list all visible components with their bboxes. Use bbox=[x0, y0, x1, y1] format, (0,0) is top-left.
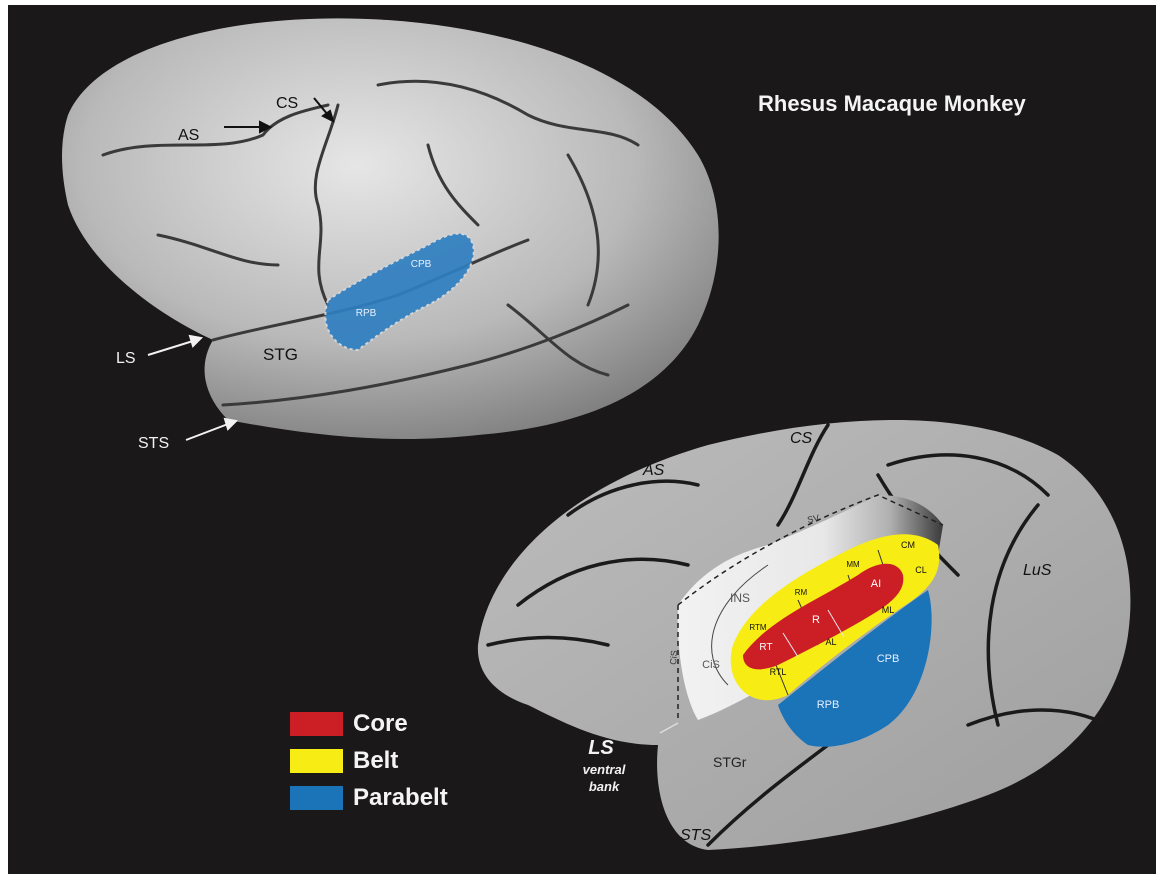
label-lus: LuS bbox=[1023, 562, 1052, 579]
photo-label-ls: LS bbox=[116, 350, 136, 367]
label-stgr: STGr bbox=[713, 754, 747, 770]
figure-title: Rhesus Macaque Monkey bbox=[758, 91, 1118, 117]
parabelt-label-rpb: RPB bbox=[817, 699, 840, 711]
label-ins: INS bbox=[730, 591, 750, 605]
belt-label-cm: CM bbox=[901, 540, 915, 550]
legend-item-belt: Belt bbox=[290, 742, 448, 779]
belt-label-al: AL bbox=[825, 637, 836, 647]
belt-label-rtm: RTM bbox=[749, 623, 767, 632]
brain-diagram: CPB RPB AS CS STG LS STS bbox=[8, 5, 1156, 874]
belt-label-rm: RM bbox=[795, 588, 808, 597]
core-label-rt: RT bbox=[759, 642, 772, 653]
photo-label-cpb: CPB bbox=[411, 259, 432, 270]
legend-item-core: Core bbox=[290, 705, 448, 742]
core-label-r: R bbox=[812, 614, 820, 626]
label-cis-vertical: CiS bbox=[668, 650, 679, 665]
legend-label-parabelt: Parabelt bbox=[353, 784, 448, 812]
legend-swatch-belt bbox=[290, 749, 343, 773]
photo-label-as: AS bbox=[178, 127, 199, 144]
core-label-ai: AI bbox=[871, 578, 881, 590]
belt-label-mm: MM bbox=[846, 560, 860, 569]
schematic-brain: AI R RT CM CL ML AL RTL RTM RM MM CPB RP… bbox=[478, 420, 1131, 850]
label-cs: CS bbox=[790, 430, 813, 447]
legend: Core Belt Parabelt bbox=[290, 705, 448, 816]
label-as: AS bbox=[642, 462, 665, 479]
figure-panel: CPB RPB AS CS STG LS STS bbox=[8, 5, 1156, 874]
legend-swatch-core bbox=[290, 712, 343, 736]
legend-item-parabelt: Parabelt bbox=[290, 779, 448, 816]
label-sts: STS bbox=[680, 827, 711, 844]
photo-label-cs: CS bbox=[276, 95, 298, 112]
label-ls: LS bbox=[588, 737, 614, 759]
photo-brain: CPB RPB AS CS STG LS STS bbox=[62, 18, 719, 452]
label-cis: CiS bbox=[702, 659, 720, 671]
label-ls-ventral: ventral bbox=[583, 762, 626, 777]
belt-label-ml: ML bbox=[882, 605, 895, 615]
photo-label-sts: STS bbox=[138, 435, 169, 452]
legend-label-core: Core bbox=[353, 710, 408, 738]
belt-label-rtl: RTL bbox=[770, 667, 787, 677]
photo-label-rpb: RPB bbox=[356, 308, 377, 319]
label-ls-bank: bank bbox=[589, 779, 620, 794]
photo-label-stg: STG bbox=[263, 345, 298, 364]
legend-swatch-parabelt bbox=[290, 786, 343, 810]
parabelt-label-cpb: CPB bbox=[877, 653, 900, 665]
legend-label-belt: Belt bbox=[353, 747, 398, 775]
belt-label-cl: CL bbox=[915, 565, 927, 575]
